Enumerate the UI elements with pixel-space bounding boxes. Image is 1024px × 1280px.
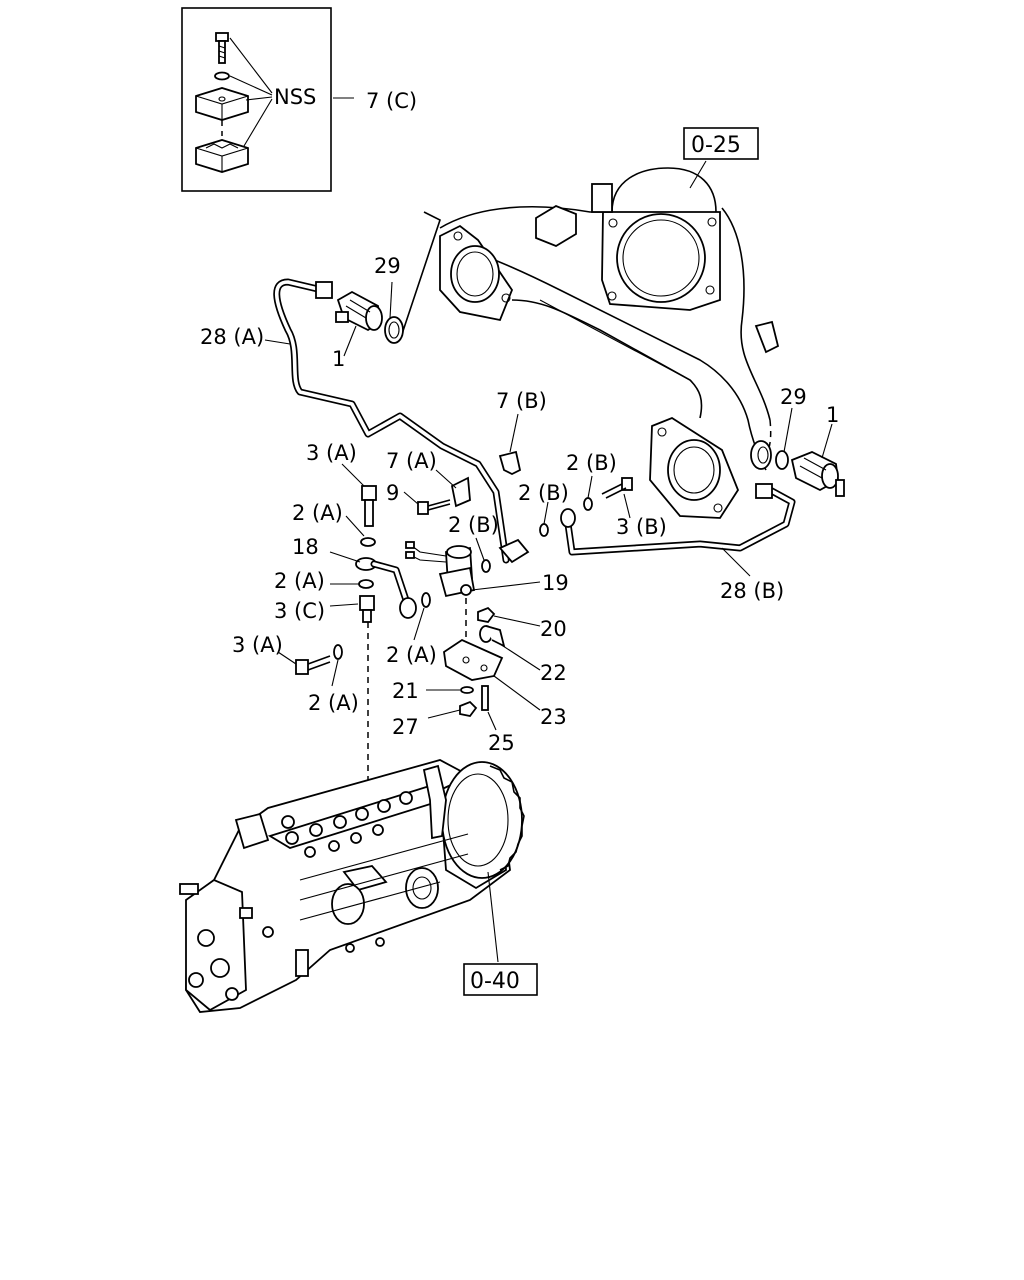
nut-27 bbox=[459, 700, 478, 717]
callout-2a-2: 2 (A) bbox=[274, 569, 325, 593]
callout-21: 21 bbox=[392, 679, 419, 703]
ref-pump-text: 0-40 bbox=[470, 969, 520, 994]
bolt-3a-bottom bbox=[295, 655, 331, 675]
callout-3c: 3 (C) bbox=[274, 599, 325, 623]
callout-3a-top: 3 (A) bbox=[306, 441, 357, 465]
gasket-right bbox=[775, 450, 789, 470]
callout-2b-1: 2 (B) bbox=[566, 451, 617, 475]
stud-25 bbox=[481, 685, 489, 711]
callout-2a-4: 2 (A) bbox=[308, 691, 359, 715]
callout-labels: 29 28 (A) 1 29 1 7 (B) 3 (A) 7 (A) 2 (B)… bbox=[200, 254, 839, 755]
bolt-9 bbox=[417, 499, 451, 515]
bolt-3b bbox=[601, 477, 633, 499]
inset-frame bbox=[181, 7, 332, 192]
callout-1-left: 1 bbox=[332, 347, 345, 371]
ref-box-pump: 0-40 bbox=[463, 871, 538, 996]
inset-bolt bbox=[215, 32, 229, 64]
callout-7b: 7 (B) bbox=[496, 389, 547, 413]
callout-23: 23 bbox=[540, 705, 567, 729]
banjo-pipe-18 bbox=[355, 557, 417, 619]
nut-20 bbox=[477, 606, 496, 623]
callout-2a-3: 2 (A) bbox=[386, 643, 437, 667]
washer-21 bbox=[460, 686, 474, 694]
bracket-23 bbox=[443, 638, 504, 681]
ref-box-manifold: 0-25 bbox=[683, 127, 759, 189]
callout-2b-2: 2 (B) bbox=[518, 481, 569, 505]
bolt-3a-top bbox=[361, 485, 377, 527]
inset-clamp-upper bbox=[195, 87, 249, 121]
washer-2b-2 bbox=[583, 497, 593, 511]
callout-22: 22 bbox=[540, 661, 567, 685]
callout-20: 20 bbox=[540, 617, 567, 641]
washer-2b-3 bbox=[481, 559, 491, 573]
nss-label: NSS bbox=[274, 85, 316, 109]
clip-7b bbox=[498, 450, 522, 476]
clamp-22 bbox=[479, 625, 506, 648]
washer-2a-1 bbox=[360, 537, 376, 547]
exhaust-manifold bbox=[399, 167, 780, 519]
callout-19: 19 bbox=[542, 571, 569, 595]
inset-washer bbox=[214, 71, 230, 81]
callout-9: 9 bbox=[386, 481, 399, 505]
callout-3b: 3 (B) bbox=[616, 515, 667, 539]
pipe-28b bbox=[560, 483, 796, 556]
callout-2a-1: 2 (A) bbox=[292, 501, 343, 525]
washer-2a-3 bbox=[421, 592, 431, 608]
pipe-28a bbox=[273, 278, 530, 564]
callout-29-top: 29 bbox=[374, 254, 401, 278]
clip-7a bbox=[450, 476, 471, 508]
washer-2a-2 bbox=[358, 579, 374, 589]
washer-2b-1 bbox=[539, 523, 549, 537]
leader-lines bbox=[264, 281, 833, 731]
callout-28a: 28 (A) bbox=[200, 325, 264, 349]
ref-manifold-text: 0-25 bbox=[691, 133, 741, 158]
nss-inset: NSS bbox=[181, 7, 332, 192]
callout-27: 27 bbox=[392, 715, 419, 739]
callout-3a-bottom: 3 (A) bbox=[232, 633, 283, 657]
gasket-left bbox=[384, 316, 404, 344]
sensor-left bbox=[335, 290, 383, 332]
inset-clamp-lower bbox=[195, 139, 249, 173]
callout-1-right: 1 bbox=[826, 403, 839, 427]
solenoid-valve-19 bbox=[405, 541, 476, 598]
injection-pump bbox=[179, 759, 525, 1013]
bolt-3c bbox=[359, 595, 375, 623]
callout-7a: 7 (A) bbox=[386, 449, 437, 473]
sensor-right bbox=[790, 451, 845, 497]
callout-2b-3: 2 (B) bbox=[448, 513, 499, 537]
callout-25: 25 bbox=[488, 731, 515, 755]
drive-gear bbox=[441, 761, 525, 879]
callout-28b: 28 (B) bbox=[720, 579, 784, 603]
callout-18: 18 bbox=[292, 535, 319, 559]
callout-29-right: 29 bbox=[780, 385, 807, 409]
washer-2a-4 bbox=[333, 644, 343, 660]
inset-part-ref: 7 (C) bbox=[366, 89, 417, 113]
